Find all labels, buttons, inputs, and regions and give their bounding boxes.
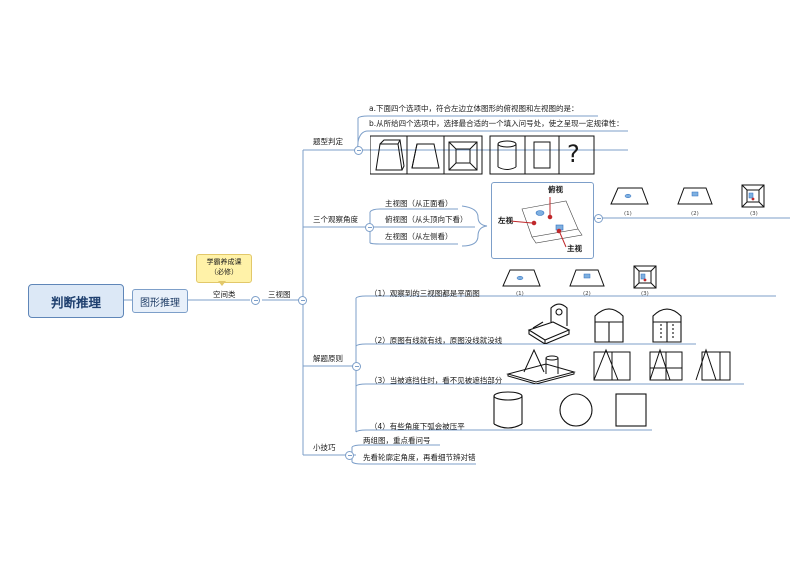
question-type-item-a: a.下面四个选项中，符合左边立体图形的俯视图和左视图的是： (369, 104, 579, 113)
three-view-sketch (509, 197, 583, 248)
branch-question-types[interactable]: 题型判定 (313, 137, 343, 146)
collapse-toggle-question-types[interactable] (354, 146, 363, 155)
node-graphic-reasoning[interactable]: 图形推理 (132, 289, 188, 313)
branch-tips[interactable]: 小技巧 (313, 443, 336, 452)
principle3-figures (506, 348, 731, 384)
question-mark: ? (567, 140, 580, 168)
angle-projections (610, 184, 765, 208)
shape-group-frame-1 (370, 135, 483, 175)
callout-tail (218, 281, 226, 286)
angle-caption-2: (2) (691, 211, 699, 217)
tip-item-1: 两组图，重点看问号 (363, 436, 431, 445)
diagram-label-top: 俯视 (548, 185, 563, 194)
question-type-item-b: b.从所给四个选项中，选择最合适的一个填入问号处，使之呈现一定规律性： (369, 119, 624, 128)
principle-caption-1: (1) (516, 291, 524, 297)
principle2-figures (527, 303, 682, 344)
root-label: 判断推理 (50, 294, 101, 310)
diagram-label-front: 主视 (567, 244, 582, 253)
principle-item-1: （1）观察到的三视图都是平面图 (370, 289, 480, 298)
diagram-label-left: 左视 (498, 216, 513, 225)
collapse-toggle-three-angles[interactable] (365, 223, 374, 232)
question-shapes-row (370, 135, 595, 175)
view-item-front: 主视图（从正面看） (385, 199, 453, 208)
callout-note: 学霸养成课 （必修） (196, 254, 252, 283)
view-item-top: 俯视图（从头顶向下看） (385, 215, 468, 224)
angle-caption-1: (1) (624, 211, 632, 217)
node-space-label[interactable]: 空间类 (213, 290, 236, 299)
node-three-views-label[interactable]: 三视图 (268, 290, 291, 299)
principle-item-4: （4）有些角度下弧会被压平 (370, 422, 465, 431)
branch-principles[interactable]: 解题原则 (313, 354, 343, 363)
three-view-diagram: 俯视 左视 主视 (491, 182, 594, 259)
principle1-figures (502, 265, 657, 289)
angle-caption-3: (3) (750, 211, 758, 217)
node-graphic-reasoning-label: 图形推理 (140, 297, 180, 309)
collapse-toggle-principles[interactable] (352, 362, 361, 371)
callout-line2: （必修） (210, 268, 238, 276)
branch-three-angles[interactable]: 三个观察角度 (313, 215, 358, 224)
collapse-toggle-three-views[interactable] (298, 296, 307, 305)
shape-group-frame-2 (489, 135, 595, 175)
principle-caption-2: (2) (583, 291, 591, 297)
root-node[interactable]: 判断推理 (28, 284, 124, 318)
principle-caption-3: (3) (641, 291, 649, 297)
principle-item-3: （3）当被遮挡住时，看不见被遮挡部分 (370, 376, 503, 385)
principle-item-2: （2）原图有线就有线，原图没线就没线 (370, 336, 503, 345)
collapse-toggle-space[interactable] (251, 296, 260, 305)
view-item-left: 左视图（从左侧看） (385, 232, 453, 241)
callout-line1: 学霸养成课 (206, 258, 242, 266)
collapse-toggle-diagram[interactable] (594, 214, 603, 223)
tip-item-2: 先看轮廓定角度，再看细节辨对错 (363, 453, 476, 462)
collapse-toggle-tips[interactable] (345, 451, 354, 460)
principle4-figures (493, 391, 647, 429)
